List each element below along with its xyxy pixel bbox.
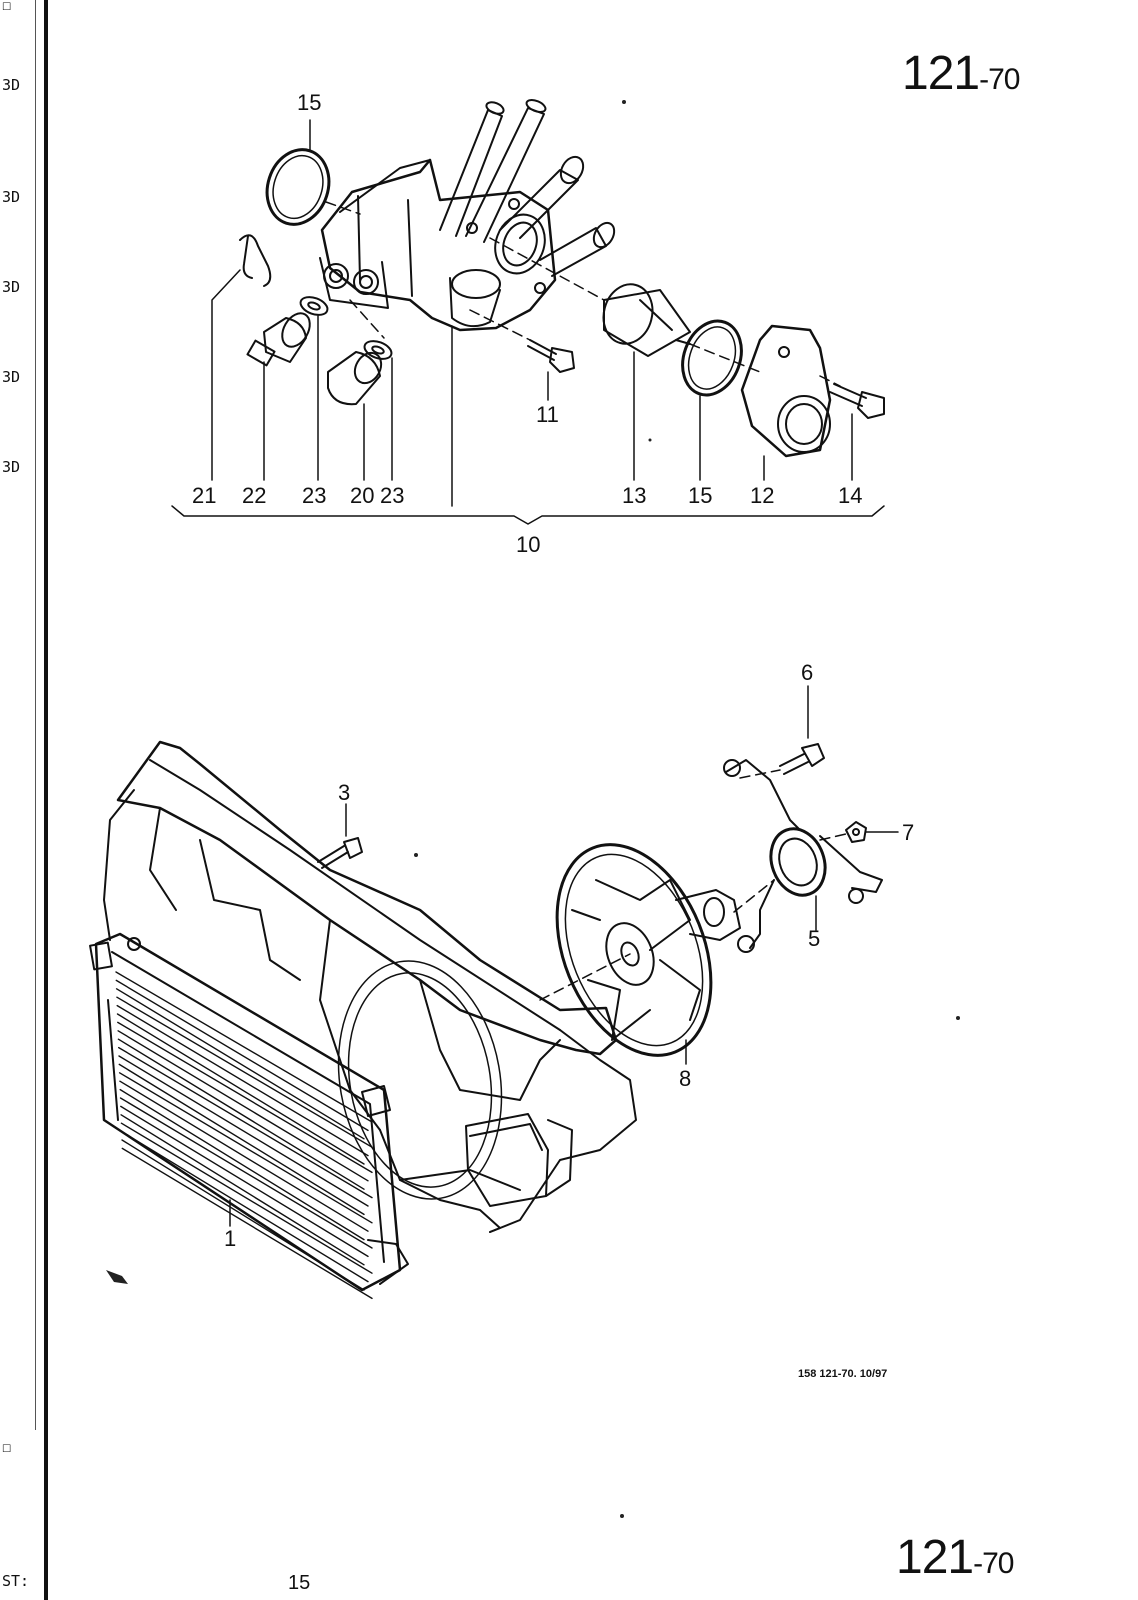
group-number-header: 121-70 [902,47,1020,100]
bottom-stray-label: 15 [288,1572,311,1594]
margin-mark-box: ☐ [2,1438,12,1456]
radiator-fin [120,1122,373,1274]
radiator-fin [119,1088,365,1241]
assembly-axis-lines [325,201,841,387]
callout-label: 1 [224,1226,236,1251]
assembly-bracket [171,505,885,525]
margin-mark: 3D [2,458,21,476]
callout-label: 5 [808,926,820,951]
seal-washer [299,296,329,316]
radiator-fin [121,1130,369,1283]
radiator-fin [115,988,365,1140]
radiator-fins [115,971,373,1300]
margin-mark: ST: [2,1572,30,1590]
radiator-fin [115,971,373,1123]
callout-label: 15 [688,483,712,508]
callout-label: 23 [302,483,326,508]
upper-assembly-drawing [171,99,885,525]
callout-label: 21 [192,483,216,508]
coolant-pipes [439,99,616,277]
sealing-plug [327,351,383,406]
radiator-fin [115,979,369,1132]
callout-label: 20 [350,483,374,508]
cooling-fan [555,843,741,1057]
screw-3 [317,837,363,869]
callout-label: 3 [338,780,350,805]
radiator-fin [121,1139,365,1291]
diagram-reference-code: 158 121-70. 10/97 [798,1368,888,1380]
upper-leader-lines [211,119,853,507]
margin-mark: 3D [2,76,21,94]
lower-leader-lines [229,685,899,1227]
group-number-footer: 121-70 [896,1531,1014,1584]
upper-callout-labels: 15 21 22 23 20 23 11 13 15 12 14 10 [192,90,862,557]
radiator-fin [117,1030,369,1182]
radiator-fin [116,1013,365,1165]
bolt-14 [829,383,885,419]
radiator-fin [119,1097,373,1249]
bolt-11 [527,339,575,373]
callout-label: 7 [902,820,914,845]
radiator-fin [118,1055,369,1207]
left-binding-line [44,0,48,1600]
radiator [89,932,409,1300]
retaining-clip [239,234,272,287]
radiator-fin [120,1114,365,1266]
thermostat [602,283,691,357]
radiator-fin [121,1147,373,1300]
margin-mark: 3D [2,368,21,386]
radiator-fin [118,1072,373,1224]
radiator-fin [118,1063,365,1216]
margin-mark: 3D [2,278,21,296]
radiator-fin [116,996,373,1148]
radiator-fin [116,1004,369,1157]
front-carrier [103,740,637,1233]
callout-label: 11 [536,402,559,427]
nut-7 [845,821,867,843]
scan-specks [106,100,960,1518]
bracket-label: 10 [516,532,540,557]
radiator-fin [117,1021,373,1174]
radiator-fin [119,1080,369,1232]
callout-label: 8 [679,1066,691,1091]
callout-label: 15 [297,90,321,115]
margin-mark-box: ☐ [2,0,12,14]
left-binding-thin-line [35,0,36,1430]
callout-label: 22 [242,483,266,508]
radiator-fin [120,1105,369,1258]
temperature-sensor [246,312,311,367]
callout-label: 13 [622,483,646,508]
radiator-fin [118,1046,373,1199]
bolt-6 [779,743,825,775]
lower-axis-lines [539,769,847,1001]
radiator-fin [117,1038,365,1190]
seal-washer [363,340,393,360]
thermostat-cover [740,324,832,458]
lower-callout-labels: 6 3 7 5 8 1 [224,660,914,1251]
lower-assembly-drawing [89,685,899,1300]
callout-label: 6 [801,660,813,685]
fan-bracket [723,759,883,953]
o-ring-left [265,148,331,226]
callout-label: 23 [380,483,404,508]
callout-label: 12 [750,483,774,508]
margin-mark: 3D [2,188,21,206]
callout-label: 14 [838,483,862,508]
o-ring-right [681,319,743,397]
flange-housing [319,158,557,332]
